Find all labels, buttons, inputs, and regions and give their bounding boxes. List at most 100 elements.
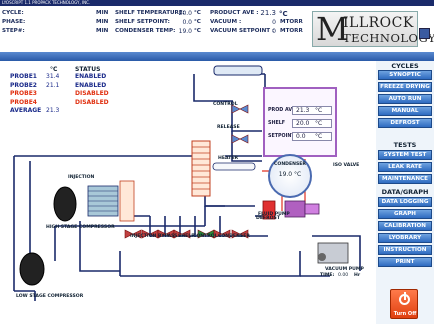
sidebar-button-defrost[interactable]: DEFROST <box>378 118 432 128</box>
condenser-temp-value: 19.0 <box>178 28 192 35</box>
product-ave-label: PRODUCT AVE : <box>210 10 259 16</box>
prod-ave-field: 21.3 °C <box>292 106 332 115</box>
step-unit: MIN <box>96 28 109 34</box>
condenser-vessel: CONDENSER 19.0 °C <box>268 154 312 198</box>
vacuum-setpoint-unit: MTORR <box>280 28 303 34</box>
shelf-setpoint-unit: °C <box>194 19 201 25</box>
probe-status: DISABLED <box>75 98 109 106</box>
injection-valve-label: INJECTION <box>130 234 157 239</box>
vacuum-setpoint-value: 0 <box>272 28 276 35</box>
window-title: LYOSCRIPT 1.1 PROPACK TECHNOLOGY, INC. <box>2 0 91 5</box>
vacuum-pump-label: VACUUM PUMP <box>325 267 364 272</box>
cycle-label: CYCLE: <box>2 10 24 16</box>
prod-ave-unit: °C <box>315 107 323 114</box>
vacuum-label: VACUUM : <box>210 19 242 25</box>
probe-status-header: STATUS <box>75 66 101 73</box>
shelf-setpoint-value: 0.0 <box>182 19 192 26</box>
sidebar-button-maintenance[interactable]: MAINTENANCE <box>378 174 432 184</box>
bypass-valve-label: BYPASS <box>158 234 178 239</box>
sidebar-button-lyobrary[interactable]: LYOBRARY <box>378 233 432 243</box>
setpoint-label: SETPOINT <box>268 134 295 139</box>
sidebar-button-leak-rate[interactable]: LEAK RATE <box>378 162 432 172</box>
shelf-temp-label: SHELF TEMPERATURE: <box>115 10 185 16</box>
sidebar-button-manual[interactable]: MANUAL <box>378 106 432 116</box>
condenser-label: CONDENSER <box>274 162 306 167</box>
probe-name: PROBE3 <box>10 90 37 97</box>
defrost-valve-label: DEFROST <box>256 216 280 221</box>
sidebar-button-auto-run[interactable]: AUTO RUN <box>378 94 432 104</box>
sidebar-button-system-test[interactable]: SYSTEM TEST <box>378 150 432 160</box>
sidebar <box>376 61 434 324</box>
iso-valve-label: ISO VALVE <box>333 163 360 168</box>
chamber-shelf-field: 20.0 °C <box>292 119 332 128</box>
sidebar-button-synoptic[interactable]: SYNOPTIC <box>378 70 432 80</box>
probe-name: PROBE1 <box>10 73 37 80</box>
probe-unit-header: °C <box>50 66 58 73</box>
prod-ave-value: 21.3 <box>296 107 310 114</box>
phase-label: PHASE: <box>2 19 26 25</box>
sidebar-button-freeze-drying[interactable]: FREEZE DRYING <box>378 82 432 92</box>
control-valve-label: CONTROL <box>213 102 238 107</box>
control-valve2-label: CONTROL <box>193 234 218 239</box>
sidebar-button-print[interactable]: PRINT <box>378 257 432 267</box>
sidebar-button-instruction[interactable]: INSTRUCTION <box>378 245 432 255</box>
tests-title: TESTS <box>393 141 417 149</box>
shelf-temp-unit: °C <box>194 10 201 16</box>
shelf-setpoint-label: SHELF SETPOINT: <box>115 19 170 25</box>
probe-status: DISABLED <box>75 90 109 97</box>
company-logo: M ILLROCK TECHNOLOGY <box>312 10 434 48</box>
condenser-valve-label: CONDENSER <box>218 234 250 239</box>
logo-letter: M <box>316 10 349 48</box>
shelf-valve-label: SHELF <box>178 234 195 239</box>
divider-bar <box>0 52 434 61</box>
cascade-exchanger <box>119 180 135 222</box>
heater-coil <box>191 140 211 197</box>
setpoint-unit: °C <box>315 133 323 140</box>
turn-off-button[interactable]: Turn Off <box>390 289 418 319</box>
time-label: TIME: <box>320 273 335 278</box>
title-bar: LYOSCRIPT 1.1 PROPACK TECHNOLOGY, INC. <box>0 0 434 6</box>
vacuum-unit: MTORR <box>280 19 303 25</box>
product-ave-unit: °C <box>279 10 288 18</box>
product-ave-value: 21.3 <box>260 9 276 17</box>
phase-unit: MIN <box>96 19 109 25</box>
setpoint-field: 0.0 °C <box>292 132 332 141</box>
release-valve-label: RELEASE <box>217 125 240 130</box>
fluid-pump <box>262 200 276 220</box>
cycle-unit: MIN <box>96 10 109 16</box>
chamber-panel: PROD AVE 21.3 °C SHELF 20.0 °C SETPOINT … <box>263 87 337 157</box>
time-unit: Hr <box>354 273 361 278</box>
condenser-temp-label: CONDENSER TEMP: <box>115 28 176 34</box>
injection-top-label: INJECTION <box>68 175 95 180</box>
probe-average-label: AVERAGE <box>10 107 42 114</box>
shelf-temp-value: 20.0 <box>178 10 192 17</box>
probe-name: PROBE2 <box>10 81 37 89</box>
logo-line2: TECHNOLOGY <box>343 31 434 45</box>
probe-average-value: 21.3 <box>46 107 60 114</box>
vacuum-value: 0 <box>272 19 276 26</box>
app-icon <box>419 28 430 39</box>
condenser-value: 19.0 °C <box>278 171 302 178</box>
sidebar-button-data-logging[interactable]: DATA LOGGING <box>378 197 432 207</box>
cold-trap <box>213 65 263 76</box>
probe-value: 21.1 <box>46 81 60 89</box>
chamber-shelf-label: SHELF <box>268 121 286 126</box>
vacuum-setpoint-label: VACUUM SETPOINT : <box>210 28 275 34</box>
turn-off-label: Turn Off <box>393 311 417 317</box>
low-stage-label: LOW STAGE COMPRESSOR <box>16 294 84 299</box>
heater-tube <box>212 162 256 171</box>
status-header: CYCLE: MIN PHASE: MIN STEP#: MIN SHELF T… <box>0 6 434 52</box>
step-label: STEP#: <box>2 28 25 34</box>
setpoint-value: 0.0 <box>296 133 306 140</box>
piping-diagram <box>13 65 361 301</box>
probe-status: ENABLED <box>75 73 107 80</box>
high-stage-label: HIGH STAGE COMPRESSOR <box>46 225 115 230</box>
sidebar-button-calibration[interactable]: CALIBRATION <box>378 221 432 231</box>
probe-name: PROBE4 <box>10 98 37 106</box>
fluid-pump-label: FLUID PUMP <box>258 212 290 217</box>
heater-label: HEATER <box>218 156 238 161</box>
cycles-title: CYCLES <box>391 62 419 70</box>
sidebar-button-graph[interactable]: GRAPH <box>378 209 432 219</box>
chamber-shelf-unit: °C <box>315 120 323 127</box>
